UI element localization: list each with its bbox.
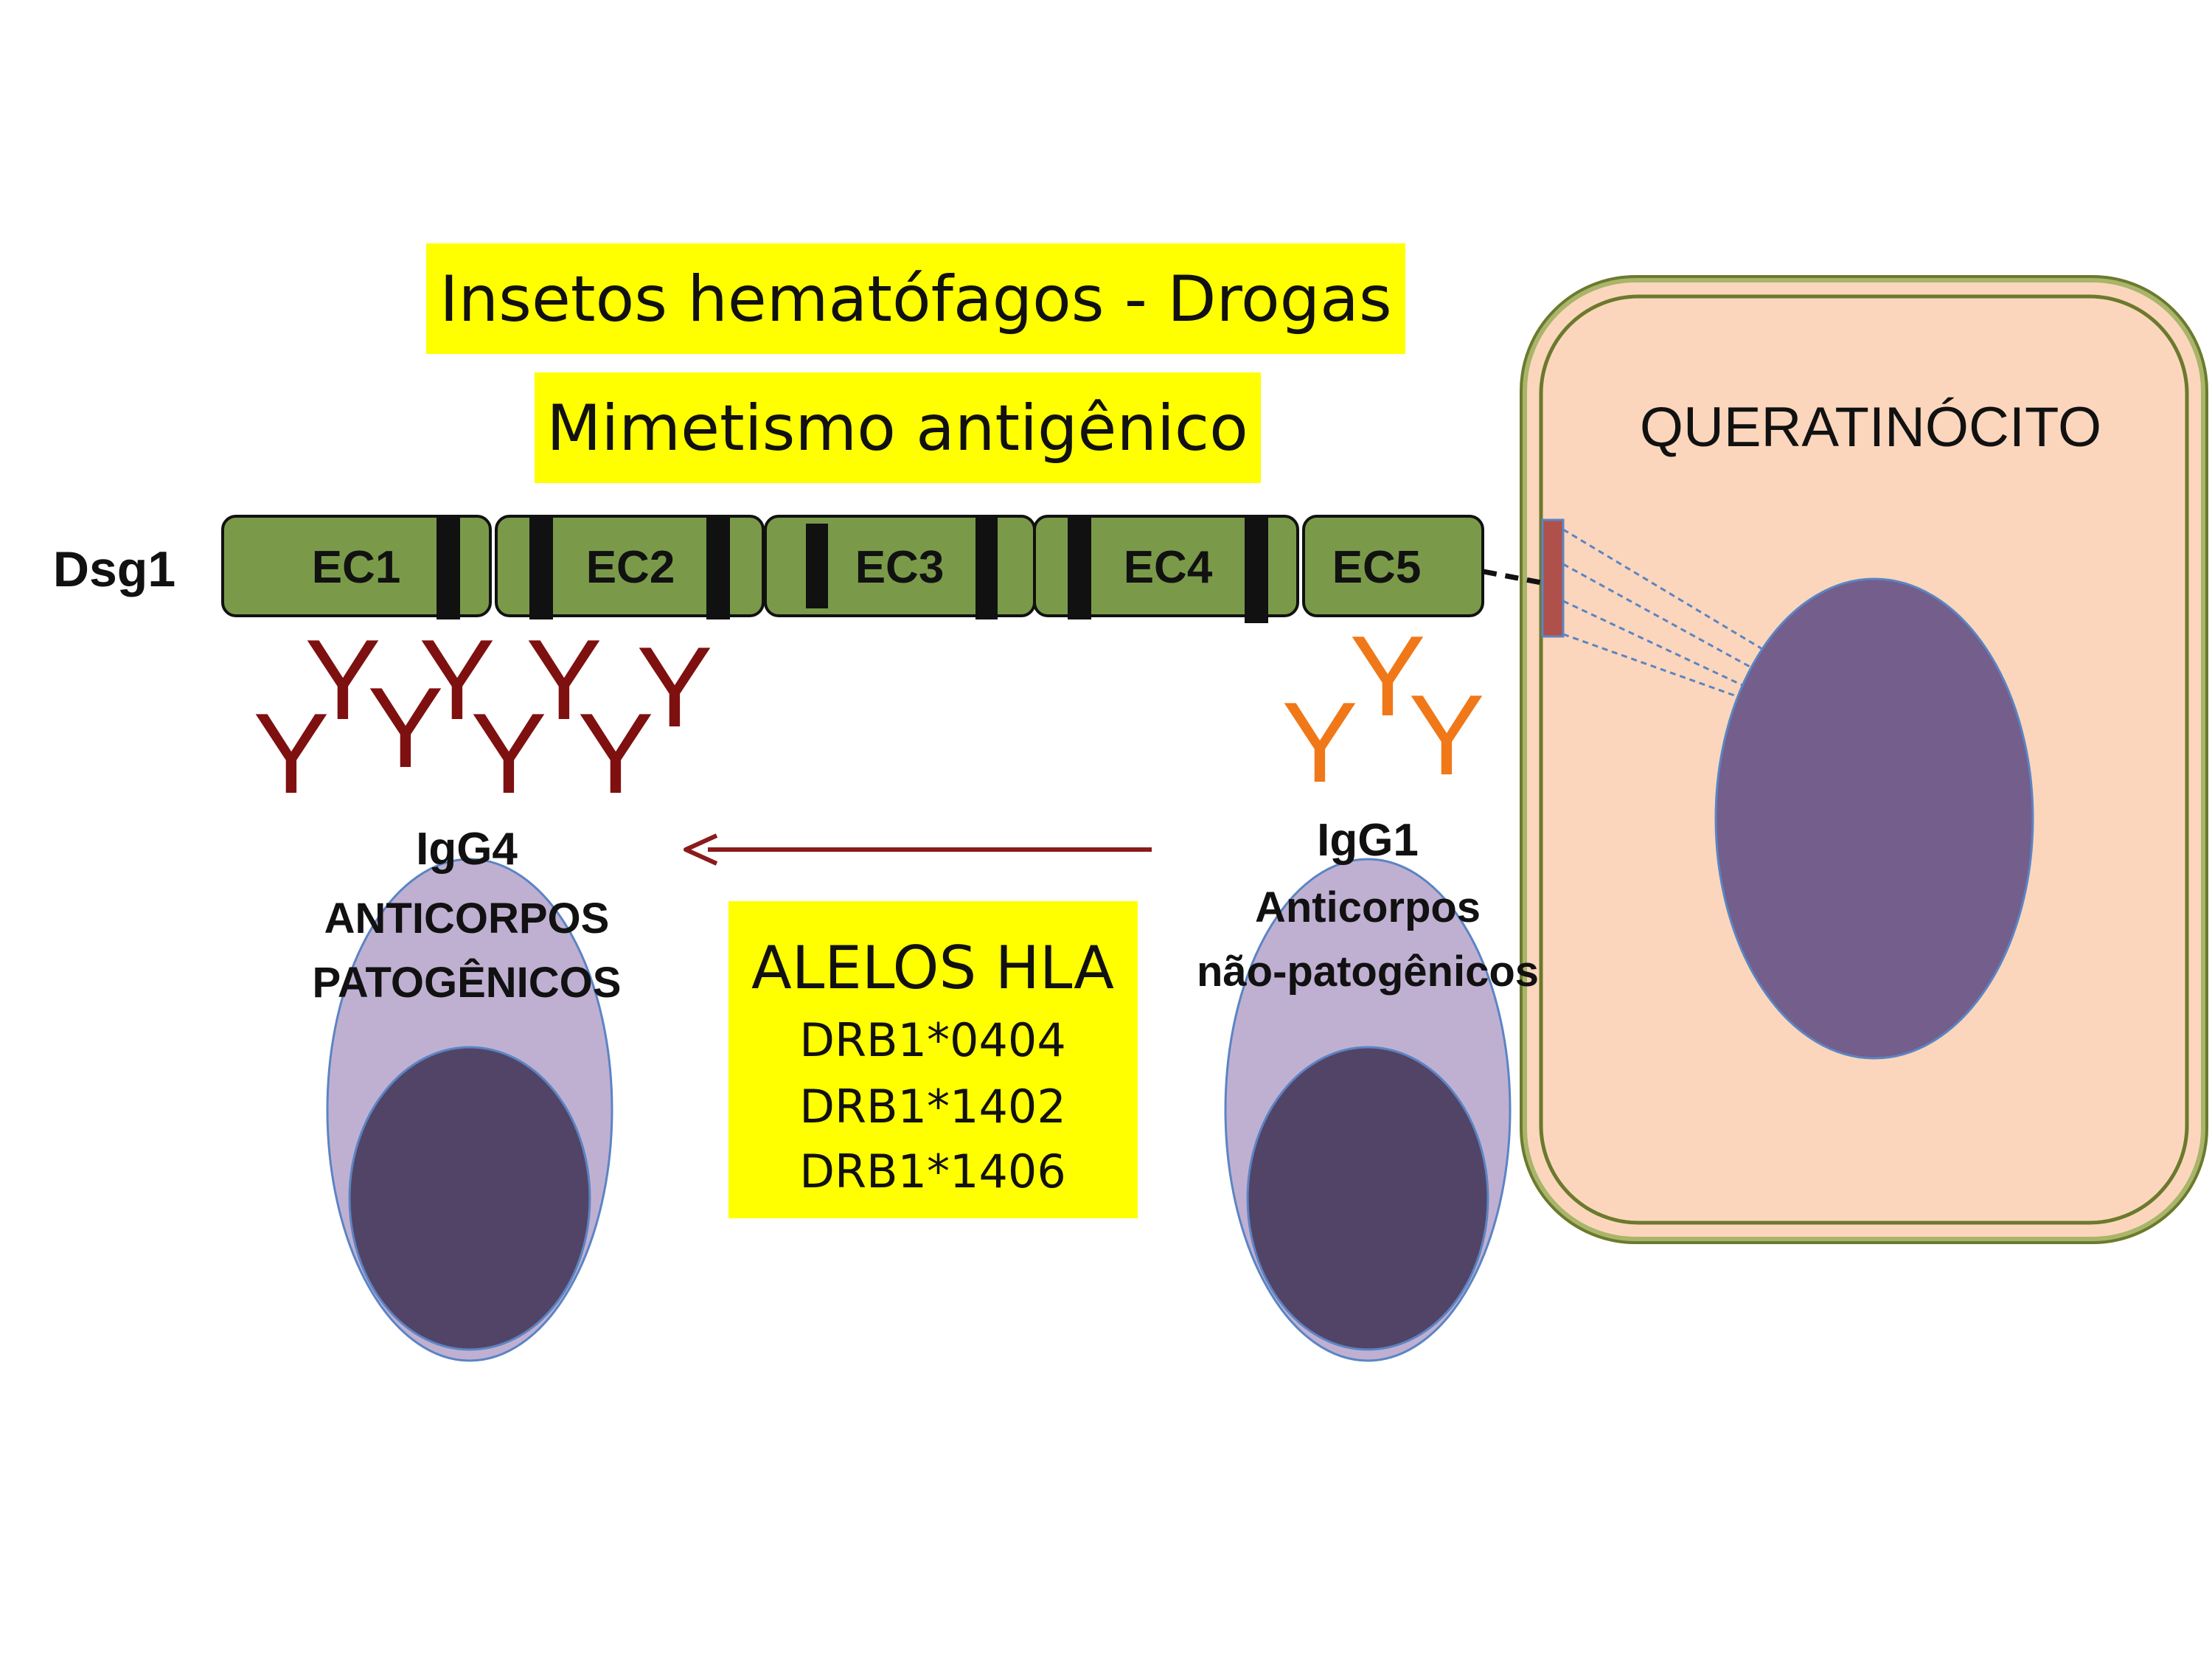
trigger-banner-text: Insetos hematófagos - Drogas <box>439 263 1391 336</box>
cell-label: QUERATINÓCITO <box>1640 396 2101 459</box>
domain-ec3-label: EC3 <box>855 542 945 593</box>
domain-ec5-label: EC5 <box>1332 542 1422 593</box>
igg4-antibody: Y <box>577 690 653 817</box>
igg4-antibody: Y <box>419 616 495 743</box>
igg1-antibody-cluster: Y Y Y <box>1281 612 1484 806</box>
b-cell-nucleus <box>348 1046 591 1351</box>
keratinocyte-cell: QUERATINÓCITO <box>1520 275 2208 1244</box>
domain-ec1-box <box>221 515 492 617</box>
domain-ec4-label: EC4 <box>1124 542 1213 593</box>
igg1-line1: Anticorpos <box>1255 883 1481 931</box>
trigger-banner: Insetos hematófagos - Drogas <box>426 243 1405 354</box>
transmembrane-anchor <box>1541 518 1565 638</box>
igg4-antibody: Y <box>305 616 380 743</box>
domain-ec1: EC1 <box>221 515 492 619</box>
cell-nucleus <box>1714 577 2034 1060</box>
epitope-bar <box>437 516 460 619</box>
mimicry-banner-box <box>535 372 1261 483</box>
b-cell-nucleus <box>1246 1046 1489 1351</box>
tether-line <box>1562 633 1739 698</box>
mimicry-banner-text: Mimetismo antigênico <box>546 392 1248 465</box>
epitope-bar <box>706 516 730 619</box>
igg1-title: IgG1 <box>1317 815 1419 866</box>
hla-alleles-box: ALELOS HLA DRB1*0404 DRB1*1402 DRB1*1406 <box>728 901 1138 1218</box>
arrow-head <box>684 833 718 866</box>
trigger-banner-box <box>426 243 1405 354</box>
epitope-bar <box>975 516 998 619</box>
igg1-b-cell <box>1224 858 1512 1362</box>
igg1-antibody: Y <box>1281 678 1357 806</box>
domain-ec2: EC2 <box>495 515 765 619</box>
domain-ec5: EC5 <box>1302 515 1484 617</box>
domain-ec4-box <box>1033 515 1299 617</box>
igg4-antibody: Y <box>526 616 602 743</box>
hla-title: ALELOS HLA <box>751 934 1114 1002</box>
ec5-link-dash <box>1483 569 1542 586</box>
igg4-label-group: IgG4 ANTICORPOS PATOGÊNICOS <box>313 824 622 1007</box>
epitope-bar <box>1245 516 1268 623</box>
domain-ec2-label: EC2 <box>586 542 675 593</box>
igg1-line2: não-patogênicos <box>1197 948 1539 996</box>
domain-ec4: EC4 <box>1033 515 1299 623</box>
igg4-b-cell <box>326 858 613 1362</box>
domain-ec1-label: EC1 <box>312 542 401 593</box>
protein-label: Dsg1 <box>53 541 175 597</box>
cell-membrane-inner <box>1539 294 2189 1225</box>
igg1-antibody: Y <box>1408 671 1484 799</box>
igg4-antibody: Y <box>367 664 443 791</box>
epitope-bar <box>1068 516 1091 619</box>
tether-line <box>1562 528 1763 650</box>
tether-line <box>1562 600 1745 687</box>
domain-ec2-box <box>495 515 765 617</box>
igg4-line1: ANTICORPOS <box>324 895 610 942</box>
mimicry-banner: Mimetismo antigênico <box>535 372 1261 483</box>
hla-box-bg <box>728 901 1138 1218</box>
hla-allele: DRB1*0404 <box>799 1013 1066 1067</box>
igg4-line2: PATOGÊNICOS <box>313 959 622 1007</box>
igg4-antibody: Y <box>470 690 546 817</box>
epitope-bar <box>529 516 553 619</box>
dsg1-domain-chain: EC1 EC2 EC3 EC4 EC5 <box>221 515 1484 623</box>
hla-allele: DRB1*1402 <box>799 1080 1066 1133</box>
isotype-switch-arrow <box>684 833 1152 866</box>
domain-ec5-box <box>1302 515 1484 617</box>
igg1-label-group: IgG1 Anticorpos não-patogênicos <box>1197 815 1539 996</box>
igg1-antibody: Y <box>1349 612 1425 740</box>
epitope-bar <box>806 524 828 608</box>
igg4-antibody: Y <box>636 623 712 751</box>
desmosome-anchor <box>1483 518 1763 698</box>
igg4-title: IgG4 <box>416 824 518 875</box>
hla-allele: DRB1*1406 <box>799 1145 1066 1198</box>
igg4-antibody: Y <box>253 690 329 817</box>
tether-line <box>1562 563 1752 669</box>
igg4-antibody-cluster: Y Y Y Y Y Y Y Y <box>253 616 712 817</box>
domain-ec3: EC3 <box>764 515 1036 619</box>
